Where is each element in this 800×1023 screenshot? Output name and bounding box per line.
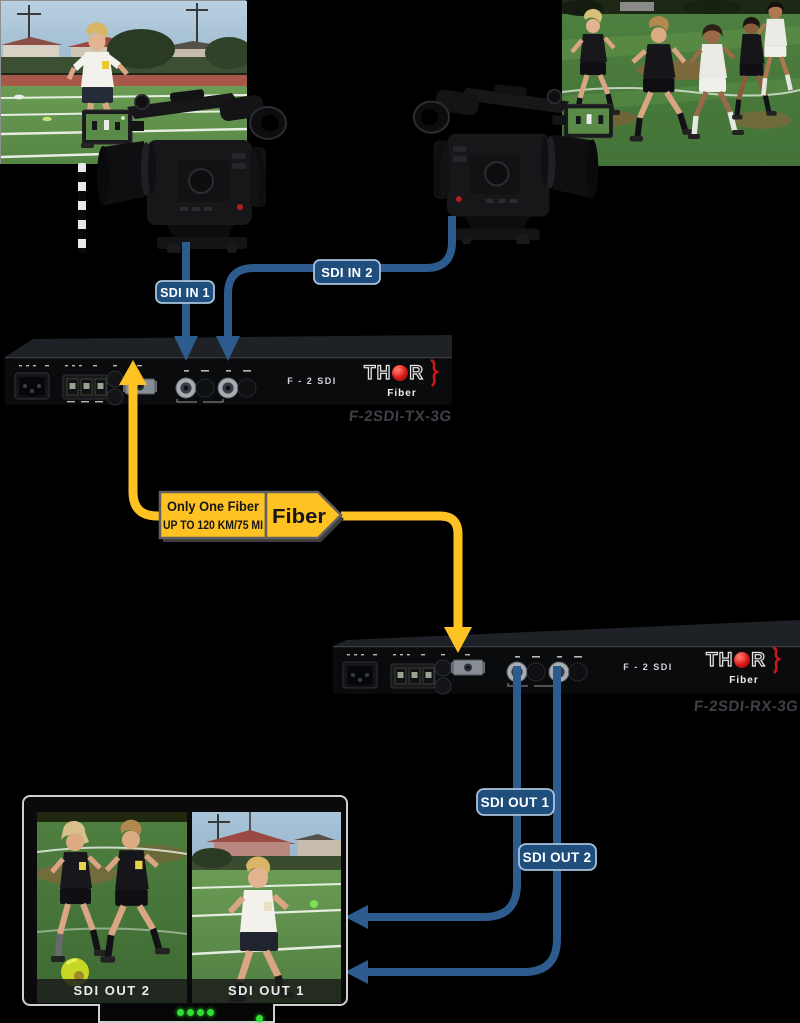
logo-sub: Fiber (729, 675, 759, 686)
fiber-sign: Only One Fiber UP TO 120 KM/75 MI Fiber (158, 490, 344, 542)
logo-sub: Fiber (387, 388, 417, 399)
player-black-girl (50, 820, 108, 962)
status-led (177, 1009, 184, 1016)
logo-r: R (751, 649, 767, 671)
label-sdi-out-2: SDI OUT 2 (518, 843, 597, 871)
label-sdi-out-1: SDI OUT 1 (476, 788, 555, 816)
monitor-stand (98, 1004, 275, 1023)
player-white-2 (756, 1, 793, 96)
fiber-sign-line2: UP TO 120 KM/75 MI (163, 518, 263, 532)
label-sdi-out-2-text: SDI OUT 2 (523, 850, 592, 865)
player-black-2 (629, 16, 696, 142)
status-led (256, 1015, 263, 1022)
logo-th: TH (705, 649, 734, 671)
fiber-sign-tag: Fiber (272, 506, 326, 528)
thor-fiber-logo: TH R Fiber (698, 646, 790, 686)
label-sdi-in-2-text: SDI IN 2 (321, 265, 373, 280)
screen-right-label: SDI OUT 1 (192, 979, 341, 1003)
status-led (187, 1009, 194, 1016)
logo-red-ball-icon (392, 365, 409, 381)
photo-cutout-leg (78, 163, 86, 253)
monitor-screen-left: SDI OUT 2 (37, 812, 187, 1003)
photo-soccer-right (562, 0, 800, 166)
logo-r: R (409, 362, 425, 384)
logo-bolt-icon (430, 359, 440, 387)
arrow-left-icon (345, 960, 368, 984)
label-sdi-in-1-text: SDI IN 1 (160, 286, 210, 300)
screen-left-label: SDI OUT 2 (37, 979, 187, 1003)
device-receiver: F - 2 SDI TH R Fiber F-2SDI-RX-3G (333, 612, 800, 722)
label-sdi-in-2: SDI IN 2 (313, 259, 381, 285)
monitor: SDI OUT 2 (22, 795, 348, 1023)
status-led (207, 1009, 214, 1016)
device-transmitter: F - 2 SDI TH R Fiber F-2SDI-TX-3G (5, 335, 453, 435)
logo-red-ball-icon (734, 652, 751, 668)
logo-bolt-icon (772, 646, 782, 674)
device-rx-front-label: F - 2 SDI (623, 662, 673, 672)
arrow-left-icon (345, 905, 368, 929)
player-white-1 (688, 24, 744, 139)
fiber-sign-line1: Only One Fiber (167, 499, 260, 514)
player-black-1 (570, 8, 620, 119)
player-white-boy (227, 856, 294, 1002)
player-black-3 (732, 17, 777, 120)
device-rx-model: F-2SDI-RX-3G (692, 698, 799, 715)
device-tx-front-label: F - 2 SDI (287, 376, 337, 386)
monitor-screen-right: SDI OUT 1 (192, 812, 341, 1003)
camera-left (82, 85, 292, 253)
label-sdi-out-1-text: SDI OUT 1 (481, 795, 550, 810)
camera-right (408, 80, 613, 244)
status-led (197, 1009, 204, 1016)
label-sdi-in-1: SDI IN 1 (155, 280, 215, 304)
device-tx-model: F-2SDI-TX-3G (348, 408, 453, 425)
player-black-boy (100, 819, 170, 963)
thor-fiber-logo: TH R Fiber (356, 359, 448, 399)
logo-th: TH (363, 362, 392, 384)
photo-right-scene (562, 0, 800, 166)
